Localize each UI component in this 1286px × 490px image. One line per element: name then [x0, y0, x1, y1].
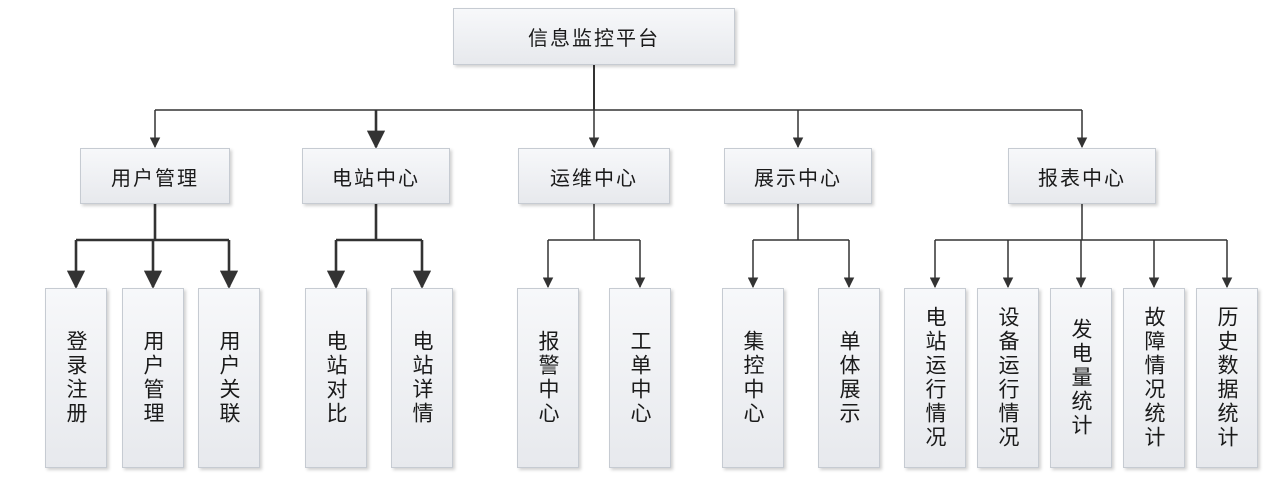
leaf-node-single-display: 单体展示 [818, 288, 880, 468]
leaf-node-alarm-center: 报警中心 [517, 288, 579, 468]
leaf-node-work-order-center: 工单中心 [609, 288, 671, 468]
leaf-node-device-operation-status: 设备运行情况 [977, 288, 1039, 468]
leaf-node-user-association: 用户关联 [198, 288, 260, 468]
module-node-user-management: 用户管理 [80, 148, 230, 204]
leaf-node-fault-statistics: 故障情况统计 [1123, 288, 1185, 468]
leaf-node-login-register: 登录注册 [45, 288, 107, 468]
leaf-node-history-statistics: 历史数据统计 [1196, 288, 1258, 468]
leaf-node-station-comparison: 电站对比 [305, 288, 367, 468]
leaf-node-user-management: 用户管理 [122, 288, 184, 468]
module-node-operations-center: 运维中心 [518, 148, 670, 204]
module-node-display-center: 展示中心 [724, 148, 872, 204]
module-node-station-center: 电站中心 [302, 148, 450, 204]
leaf-node-station-operation-status: 电站运行情况 [904, 288, 966, 468]
leaf-node-station-details: 电站详情 [391, 288, 453, 468]
root-node: 信息监控平台 [453, 8, 735, 65]
leaf-node-generation-statistics: 发电量统计 [1050, 288, 1112, 468]
module-node-report-center: 报表中心 [1008, 148, 1156, 204]
leaf-node-central-control: 集控中心 [722, 288, 784, 468]
